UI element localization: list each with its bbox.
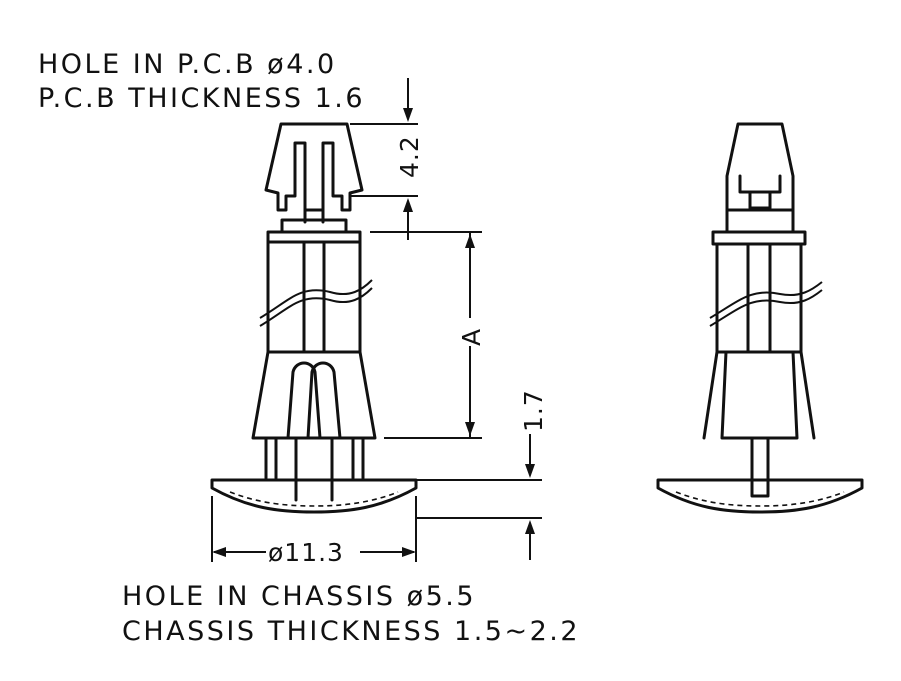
side-flange xyxy=(656,478,864,514)
side-collar xyxy=(711,230,807,246)
front-break-line xyxy=(259,279,373,319)
front-flange xyxy=(210,478,418,514)
side-tip xyxy=(725,122,795,212)
side-stem xyxy=(750,436,770,498)
dim-flange-diameter: ø11.3 xyxy=(211,496,417,567)
side-tip-inner xyxy=(738,174,782,210)
front-upper-body xyxy=(266,230,362,354)
side-flange-hidden xyxy=(675,491,845,507)
side-lower-body xyxy=(702,350,816,440)
dim-length-label: A xyxy=(457,328,486,346)
dim-top-height-label: 4.2 xyxy=(395,135,424,178)
side-view xyxy=(656,122,864,514)
chassis-hole-note: HOLE IN CHASSIS ø5.5 xyxy=(122,581,476,612)
front-break-line-2 xyxy=(259,287,373,327)
chassis-thickness-note: CHASSIS THICKNESS 1.5~2.2 xyxy=(122,616,580,647)
side-upper-body xyxy=(715,242,803,354)
dim-top-height: 4.2 xyxy=(350,78,424,240)
front-lower-body xyxy=(251,350,377,440)
front-slot xyxy=(286,361,322,440)
front-view xyxy=(210,122,418,514)
dim-length: A xyxy=(370,231,486,439)
dim-flange-diameter-label: ø11.3 xyxy=(268,538,344,567)
pcb-thickness-note: P.C.B THICKNESS 1.6 xyxy=(38,83,365,114)
pcb-hole-note: HOLE IN P.C.B ø4.0 xyxy=(38,49,337,80)
front-flange-hidden xyxy=(229,491,399,507)
front-slot-2 xyxy=(306,361,342,440)
dim-base-height-label: 1.7 xyxy=(519,389,548,432)
side-break-line xyxy=(709,281,823,319)
front-tip xyxy=(264,122,364,212)
side-neck xyxy=(725,208,795,234)
front-collar xyxy=(280,218,348,234)
front-legs xyxy=(264,436,365,502)
dim-base-height: 1.7 xyxy=(416,389,548,560)
side-break-line-2 xyxy=(709,289,823,327)
